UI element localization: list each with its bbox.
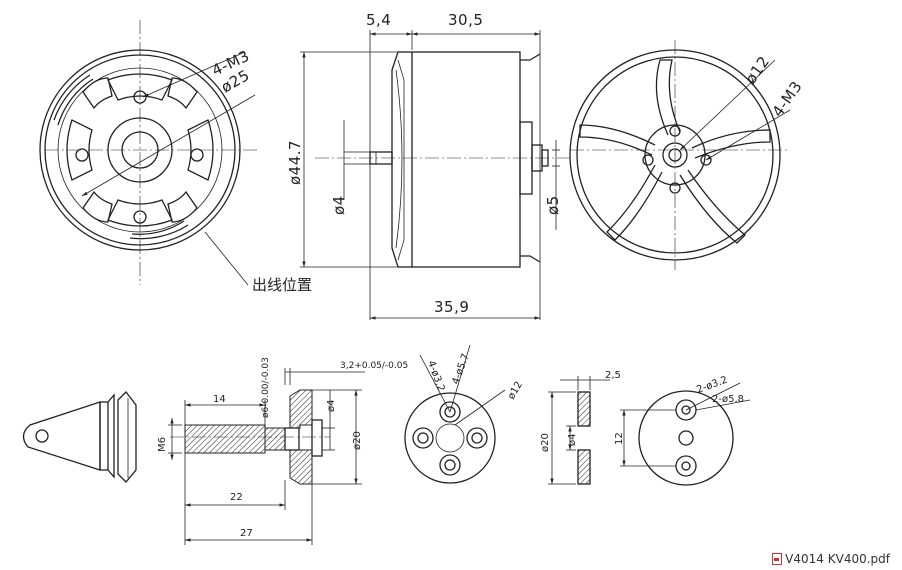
- washer-face-spacing: 12: [614, 432, 625, 445]
- pdf-filename-text: V4014 KV400.pdf: [785, 552, 890, 566]
- adapter-bore-tol: ø6-0.00/-0.03: [261, 357, 271, 418]
- rear-bore-label: ø12: [742, 53, 774, 88]
- pdf-filename: V4014 KV400.pdf: [772, 552, 890, 566]
- washer-side: 2,5 ø20 ø4: [540, 370, 621, 485]
- side-rear-shaft-label: ø5: [544, 195, 562, 215]
- washer-face-holes-a: 2-ø3.2: [695, 375, 729, 396]
- adapter-dim-14: 14: [213, 394, 226, 405]
- washer-thickness: 2,5: [605, 370, 621, 381]
- adapter-flange-tol: 3,2+0.05/-0.05: [340, 361, 408, 371]
- adapter-face: 4-ø3.2 4-ø5.7 ø12: [404, 344, 525, 484]
- side-view: 5,4 30,5 35,9 ø44.7 ø4 ø5: [286, 11, 570, 320]
- adapter-inner-label: ø4: [326, 400, 337, 412]
- washer-face: 2-ø3.2 2-ø5.8 12: [614, 375, 751, 486]
- side-dim-top-left: 5,4: [366, 11, 391, 29]
- side-diameter-label: ø44.7: [286, 140, 304, 185]
- adapter-thread-label: M6: [157, 437, 168, 452]
- rear-holes-label: 4-M3: [769, 78, 806, 121]
- adapter-outer-label: ø20: [352, 431, 363, 450]
- adapter-dim-22: 22: [230, 492, 243, 503]
- face-holes-a: 4-ø3.2: [425, 359, 446, 393]
- pdf-icon: [772, 553, 783, 565]
- spinner-part: [22, 391, 137, 483]
- side-dim-bottom: 35,9: [434, 298, 469, 316]
- adapter-section: 14 22 27 M6 ø6-0.00/-0.03 3,2+0.05/-0.05…: [157, 357, 408, 545]
- face-circle: ø12: [506, 380, 525, 402]
- washer-face-holes-b: 2-ø5.8: [712, 394, 744, 405]
- wire-exit-label: 出线位置: [252, 276, 312, 294]
- side-dim-top-right: 30,5: [448, 11, 483, 29]
- front-view: 4-M3 ø25 出线位置: [39, 20, 312, 294]
- adapter-dim-27: 27: [240, 528, 253, 539]
- rear-view: ø12 4-M3: [569, 40, 806, 270]
- washer-outer: ø20: [540, 433, 551, 452]
- side-shaft-label: ø4: [330, 195, 348, 215]
- washer-inner: ø4: [567, 434, 578, 446]
- face-holes-b: 4-ø5.7: [450, 352, 471, 386]
